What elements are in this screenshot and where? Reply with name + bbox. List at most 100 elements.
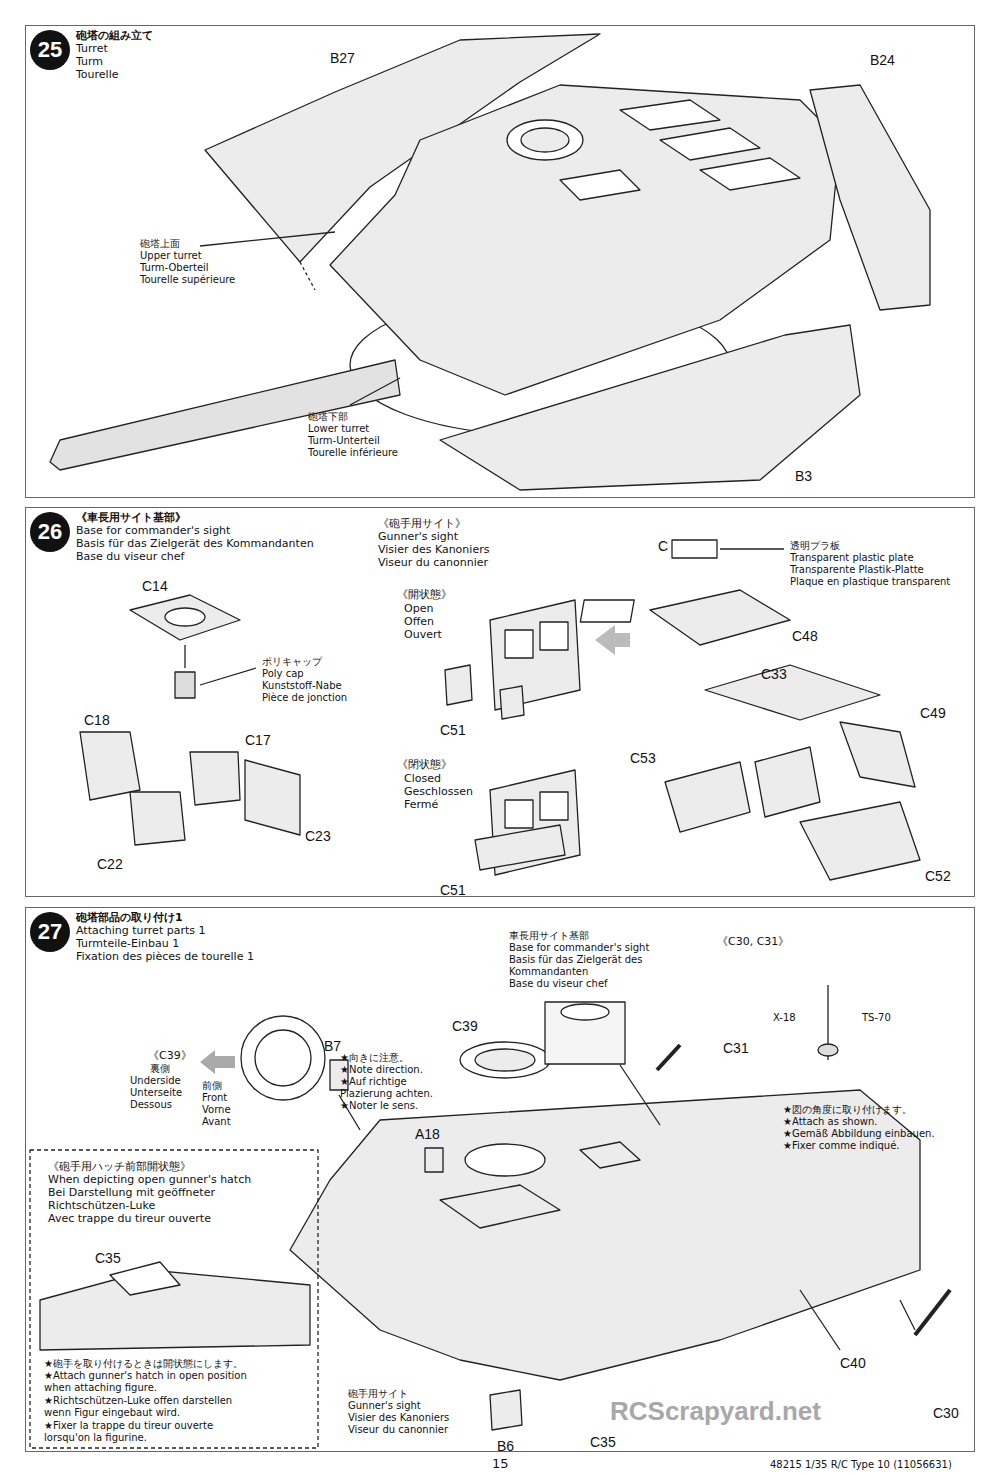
label-text: Tourelle inférieure bbox=[308, 447, 398, 459]
label-text: Visier des Kanoniers bbox=[378, 543, 489, 556]
label-text: Bei Darstellung mit geöffneter Richtschü… bbox=[48, 1186, 248, 1212]
step-heading: Base du viseur chef bbox=[76, 551, 184, 564]
step-heading: 砲塔の組み立て bbox=[76, 30, 153, 43]
label-text: Pièce de jonction bbox=[262, 692, 347, 704]
label-text: Gunner's sight bbox=[378, 530, 458, 543]
part-number: B3 bbox=[795, 468, 812, 485]
step-heading: 砲塔部品の取り付け1 bbox=[76, 912, 183, 925]
step-heading: Turmteile-Einbau 1 bbox=[76, 938, 179, 951]
part-number: C22 bbox=[97, 856, 123, 873]
label-text: Upper turret bbox=[140, 250, 202, 262]
part-number: C33 bbox=[761, 666, 787, 683]
label-text: Dessous bbox=[130, 1099, 172, 1111]
label-text: ポリキャップ bbox=[262, 656, 322, 668]
label-text: When depicting open gunner's hatch bbox=[48, 1173, 251, 1186]
label-text: 砲手用サイト bbox=[348, 1388, 408, 1400]
step-heading: Attaching turret parts 1 bbox=[76, 925, 205, 938]
part-number: C51 bbox=[440, 882, 466, 899]
label-text: Vorne bbox=[202, 1104, 231, 1116]
label-text: 裏側 bbox=[150, 1063, 170, 1075]
part-number: C17 bbox=[245, 732, 271, 749]
label-text: Tourelle supérieure bbox=[140, 274, 235, 286]
label-text: Closed bbox=[404, 772, 441, 785]
step-heading: Fixation des pièces de tourelle 1 bbox=[76, 951, 254, 964]
label-text: ★砲手を取り付けるときは開状態にします。 bbox=[44, 1358, 312, 1370]
part-number: C35 bbox=[95, 1250, 121, 1267]
label-text: ★Auf richtige Plazierung achten. bbox=[340, 1076, 460, 1100]
label-text: Turm-Unterteil bbox=[308, 435, 380, 447]
part-number: C35 bbox=[590, 1434, 616, 1451]
part-number: C40 bbox=[840, 1355, 866, 1372]
label-text: 《C30, C31》 bbox=[717, 935, 789, 948]
label-text: ★Note direction. bbox=[340, 1064, 423, 1076]
label-text: X-18 bbox=[773, 1012, 796, 1024]
step-number: 27 bbox=[30, 912, 70, 952]
part-number: C49 bbox=[920, 705, 946, 722]
label-text: Visier des Kanoniers bbox=[348, 1412, 449, 1424]
label-text: TS-70 bbox=[862, 1012, 891, 1024]
part-number: B6 bbox=[497, 1438, 514, 1455]
label-text: ★図の角度に取り付けます。 bbox=[783, 1104, 912, 1116]
part-number: C39 bbox=[452, 1018, 478, 1035]
label-text: Transparente Plastik-Platte bbox=[790, 564, 924, 576]
label-text: Viseur du canonnier bbox=[348, 1424, 448, 1436]
step-panel: 砲塔の組み立てTurretTurmTourelle25 bbox=[25, 25, 975, 498]
label-text: Viseur du canonnier bbox=[378, 556, 488, 569]
step-number: 25 bbox=[30, 30, 70, 70]
part-number: C30 bbox=[933, 1405, 959, 1422]
part-number: C18 bbox=[84, 712, 110, 729]
label-text: Turm-Oberteil bbox=[140, 262, 209, 274]
label-text: ★Richtschützen-Luke offen darstellen wen… bbox=[44, 1395, 259, 1419]
label-text: 透明プラ板 bbox=[790, 540, 840, 552]
step-heading: 《車長用サイト基部》 bbox=[76, 512, 186, 525]
part-number: C53 bbox=[630, 750, 656, 767]
label-text: Kunststoff-Nabe bbox=[262, 680, 342, 692]
step-number-text: 27 bbox=[38, 919, 62, 945]
label-text: Base for commander's sight bbox=[509, 942, 649, 954]
page-number: 15 bbox=[492, 1456, 509, 1472]
step-number-text: 25 bbox=[38, 37, 62, 63]
label-text: 前側 bbox=[202, 1080, 222, 1092]
label-text: Fermé bbox=[404, 798, 438, 811]
label-text: 砲塔下部 bbox=[308, 411, 348, 423]
step-heading: Turm bbox=[76, 56, 103, 69]
label-text: 48215 1/35 R/C Type 10 (11056631) bbox=[770, 1459, 952, 1471]
label-text: Front bbox=[202, 1092, 227, 1104]
part-number: C14 bbox=[142, 578, 168, 595]
label-text: ★Attach gunner's hatch in open position … bbox=[44, 1370, 259, 1394]
label-text: 《砲手用サイト》 bbox=[378, 517, 466, 530]
label-text: Gunner's sight bbox=[348, 1400, 421, 1412]
label-text: 《開状態》 bbox=[397, 588, 452, 601]
label-text: Basis für das Zielgerät des Kommandanten bbox=[509, 954, 659, 978]
part-number: A18 bbox=[415, 1126, 440, 1143]
label-text: Ouvert bbox=[404, 628, 442, 641]
label-text: Offen bbox=[404, 615, 434, 628]
label-text: Unterseite bbox=[130, 1087, 182, 1099]
label-text: Geschlossen bbox=[404, 785, 473, 798]
label-text: Open bbox=[404, 602, 433, 615]
step-heading: Tourelle bbox=[76, 69, 118, 82]
part-number: B27 bbox=[330, 50, 355, 67]
label-text: ★Attach as shown. bbox=[783, 1116, 878, 1128]
part-number: B7 bbox=[324, 1038, 341, 1055]
part-number: C23 bbox=[305, 828, 331, 845]
label-text: Avant bbox=[202, 1116, 231, 1128]
label-text: Poly cap bbox=[262, 668, 304, 680]
label-text: ★Noter le sens. bbox=[340, 1100, 418, 1112]
part-number: C bbox=[658, 538, 668, 555]
label-text: 《砲手用ハッチ前部開状態》 bbox=[48, 1160, 191, 1173]
part-number: C52 bbox=[925, 868, 951, 885]
label-text: ★Fixer comme indiqué. bbox=[783, 1140, 900, 1152]
label-text: 車長用サイト基部 bbox=[509, 930, 589, 942]
label-text: Transparent plastic plate bbox=[790, 552, 914, 564]
label-text: Base du viseur chef bbox=[509, 978, 608, 990]
label-text: Plaque en plastique transparent bbox=[790, 576, 950, 588]
watermark: RCScrapyard.net bbox=[610, 1396, 821, 1427]
label-text: Lower turret bbox=[308, 423, 369, 435]
step-number-text: 26 bbox=[38, 519, 62, 545]
step-heading: Basis für das Zielgerät des Kommandanten bbox=[76, 538, 314, 551]
step-number: 26 bbox=[30, 512, 70, 552]
step-heading: Base for commander's sight bbox=[76, 525, 230, 538]
label-text: ★Fixer la trappe du tireur ouverte lorsq… bbox=[44, 1420, 259, 1444]
